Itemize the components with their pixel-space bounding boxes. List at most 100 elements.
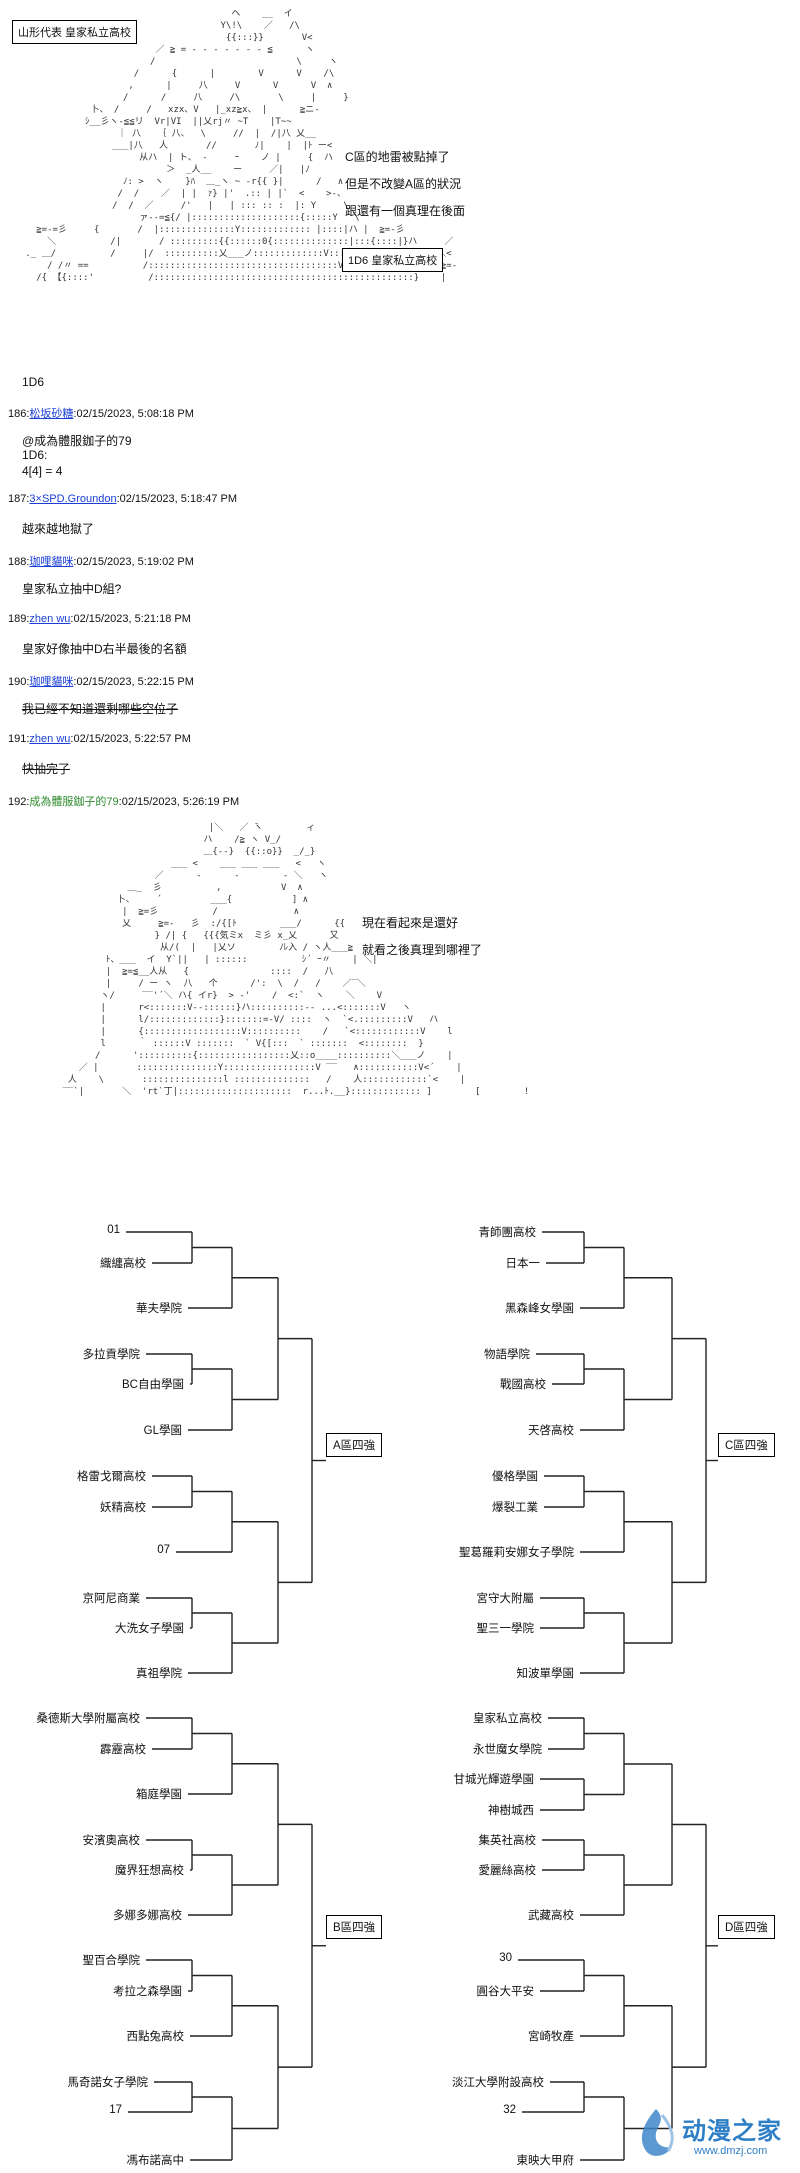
- post-188-body: 皇家私立抽中D組?: [22, 582, 122, 596]
- watermark: 动漫之家 www.dmzj.com: [632, 2105, 797, 2167]
- bracket-team-left: 西點兔高校: [126, 2031, 185, 2043]
- bracket-team-right: 東映大甲府: [516, 2155, 575, 2167]
- bracket-team-left: 01: [107, 1224, 120, 1236]
- post-date: :02/15/2023, 5:21:18 PM: [70, 613, 191, 625]
- bracket-team-right: 神樹城西: [488, 1805, 534, 1817]
- bracket-team-left: 安濱奧高校: [82, 1835, 141, 1847]
- bracket-team-left: 馬奇諾女子學院: [67, 2077, 149, 2089]
- bracket-team-left: 妖精高校: [100, 1502, 146, 1514]
- bracket-team-left: 07: [157, 1544, 170, 1556]
- bracket-team-left: 考拉之森學園: [113, 1986, 182, 1998]
- title-box: 山形代表 皇家私立高校: [12, 20, 138, 44]
- bracket-team-right: 集英社高校: [478, 1835, 537, 1847]
- bracket-team-right: 30: [499, 1952, 512, 1964]
- bracket-team-left: 17: [109, 2104, 122, 2116]
- post-date: :02/15/2023, 5:18:47 PM: [116, 493, 238, 505]
- middle-ascii-art: |＼ ／ ̄ヽ ィ ハ /≧ ヽ V_/ ＿{--} {{::o}} _/_} …: [62, 823, 530, 1097]
- bracket-team-left: 馮布諾高中: [126, 2155, 185, 2167]
- bracket-team-right: 宮崎牧產: [528, 2031, 574, 2043]
- bracket-team-left: 織纏高校: [100, 1258, 146, 1270]
- post-num: 190:: [8, 676, 30, 688]
- bracket-team-right: 戰國高校: [500, 1379, 546, 1391]
- bracket-team-left: 聖百合學院: [82, 1955, 141, 1967]
- zone-d-label: D區四強: [718, 1915, 775, 1939]
- post-date: :02/15/2023, 5:26:19 PM: [118, 796, 240, 808]
- mid-aa-line-2: 就看之後真理到哪裡了: [362, 943, 483, 957]
- bracket-team-left: 箱庭學園: [136, 1789, 182, 1801]
- bracket-team-left: BC自由學園: [122, 1379, 184, 1391]
- post-187-header: 187:3×SPD.Groundon:02/15/2023, 5:18:47 P…: [8, 493, 237, 505]
- watermark-url: www.dmzj.com: [694, 2145, 768, 2157]
- zone-b-label: B區四強: [326, 1915, 383, 1939]
- post-num: 192:: [8, 796, 30, 808]
- post-author-link[interactable]: 珈哩貓咪: [29, 676, 74, 688]
- post-186-body-2: 1D6:: [22, 448, 48, 462]
- bracket-team-right: 黑森峰女學園: [505, 1303, 574, 1315]
- dice-result: 1D6: [22, 375, 45, 389]
- bracket-team-right: 甘城光輝遊學園: [453, 1774, 535, 1786]
- bracket-team-right: 圓谷大平安: [476, 1986, 535, 1998]
- post-191-body: 快抽完了: [22, 762, 71, 776]
- top-ascii-art: ヘ __ イ Y\!\ ／ /\ {{:::}} V< ／ ≧ = - - - …: [25, 9, 458, 283]
- bracket-team-right: 32: [503, 2104, 516, 2116]
- bracket-team-right: 知波單學園: [516, 1668, 575, 1680]
- bracket-team-right: 武藏高校: [528, 1910, 574, 1922]
- bracket-team-left: 多拉貢學院: [82, 1349, 141, 1361]
- post-192-header: 192:成為體服鉫子的79:02/15/2023, 5:26:19 PM: [8, 793, 239, 809]
- post-188-header: 188:珈哩貓咪:02/15/2023, 5:19:02 PM: [8, 553, 194, 569]
- post-186-body-1: @成為體服鉫子的79: [22, 434, 132, 448]
- top-aa-line-3: 跟還有一個真理在後面: [345, 204, 466, 218]
- post-author-name: 成為體服鉫子的79: [29, 796, 119, 808]
- post-186-header: 186:松坂砂糖:02/15/2023, 5:08:18 PM: [8, 405, 194, 421]
- tournament-bracket-lines: [126, 1231, 718, 2161]
- post-author-link[interactable]: 珈哩貓咪: [29, 556, 74, 568]
- bracket-team-right: 愛麗絲高校: [478, 1865, 537, 1877]
- post-190-header: 190:珈哩貓咪:02/15/2023, 5:22:15 PM: [8, 673, 194, 689]
- post-num: 191:: [8, 733, 30, 745]
- bracket-team-right: 物語學院: [484, 1349, 530, 1361]
- post-num: 188:: [8, 556, 30, 568]
- post-author-link[interactable]: zhen wu: [29, 613, 71, 625]
- bracket-team-right: 天啓高校: [528, 1425, 574, 1437]
- zone-a-label: A區四強: [326, 1433, 383, 1457]
- post-date: :02/15/2023, 5:22:57 PM: [70, 733, 191, 745]
- post-190-body: 我已經不知道還剩哪些空位子: [22, 702, 179, 716]
- bracket-team-right: 聖三一學院: [476, 1623, 535, 1635]
- watermark-logo-icon: [641, 2109, 674, 2156]
- bracket-team-right: 淡江大學附設高校: [452, 2077, 544, 2089]
- dice-box: 1D6 皇家私立高校: [342, 248, 444, 272]
- bracket-team-left: 魔界狂想高校: [115, 1865, 184, 1877]
- bracket-team-left: 真祖學院: [136, 1668, 182, 1680]
- bracket-team-right: 日本一: [505, 1258, 541, 1270]
- bracket-team-left: 多娜多娜高校: [113, 1910, 182, 1922]
- bracket-team-left: 華夫學院: [136, 1303, 182, 1315]
- bracket-team-left: 大洗女子學園: [115, 1623, 184, 1635]
- bracket-team-right: 爆裂工業: [492, 1502, 538, 1514]
- zone-c-label: C區四強: [718, 1433, 775, 1457]
- post-num: 189:: [8, 613, 30, 625]
- post-date: :02/15/2023, 5:22:15 PM: [73, 676, 194, 688]
- mid-aa-line-1: 現在看起來是還好: [362, 916, 459, 930]
- post-189-header: 189:zhen wu:02/15/2023, 5:21:18 PM: [8, 613, 191, 625]
- bracket-team-right: 永世魔女學院: [473, 1744, 542, 1756]
- post-num: 187:: [8, 493, 30, 505]
- bracket-team-right: 宮守大附屬: [476, 1593, 535, 1605]
- post-date: :02/15/2023, 5:19:02 PM: [73, 556, 194, 568]
- post-189-body: 皇家好像抽中D右半最後的名額: [22, 642, 187, 656]
- bracket-team-left: 京阿尼商業: [82, 1593, 141, 1605]
- post-author-link[interactable]: 3×SPD.Groundon: [29, 493, 117, 505]
- post-author-link[interactable]: 松坂砂糖: [29, 408, 74, 420]
- post-191-header: 191:zhen wu:02/15/2023, 5:22:57 PM: [8, 733, 191, 745]
- bracket-team-right: 優格學園: [492, 1471, 538, 1483]
- post-author-link[interactable]: zhen wu: [29, 733, 71, 745]
- bracket-team-left: 霹靂高校: [100, 1744, 146, 1756]
- bracket-team-right: 皇家私立高校: [473, 1713, 542, 1725]
- bracket-team-left: GL學園: [143, 1425, 182, 1437]
- top-aa-line-1: C區的地雷被點掉了: [345, 150, 450, 164]
- watermark-brand: 动漫之家: [682, 2118, 782, 2145]
- bracket-team-right: 聖葛羅莉安娜女子學院: [459, 1547, 574, 1559]
- bracket-team-left: 桑德斯大學附屬高校: [36, 1713, 141, 1725]
- bracket-team-left: 格雷戈爾高校: [77, 1471, 146, 1483]
- post-date: :02/15/2023, 5:08:18 PM: [73, 408, 194, 420]
- top-aa-line-2: 但是不改變A區的狀況: [345, 177, 462, 191]
